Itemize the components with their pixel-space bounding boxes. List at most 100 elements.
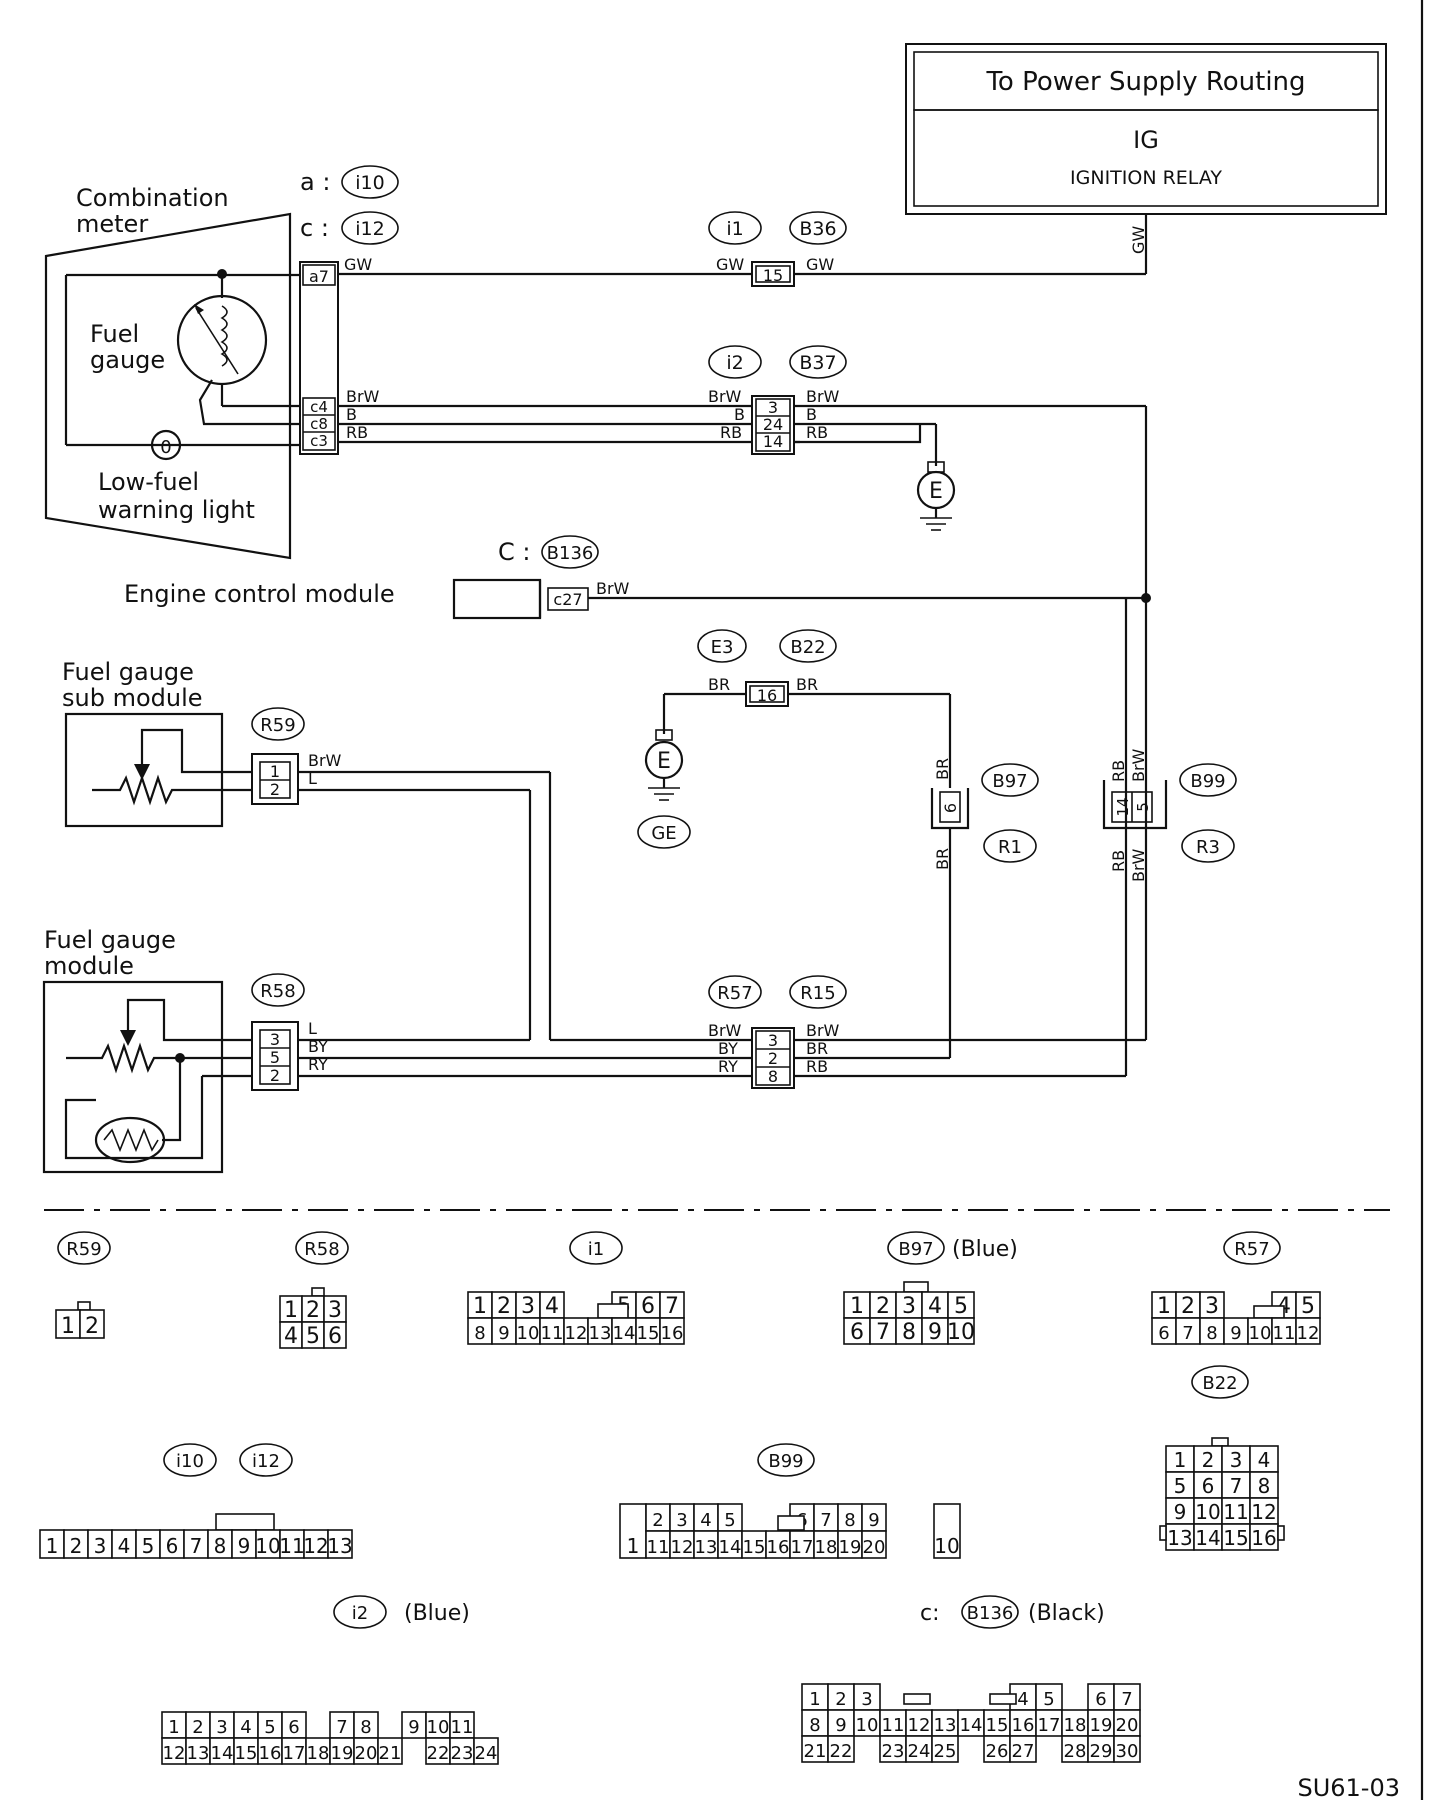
pin-cell <box>869 1317 897 1345</box>
pin-number: 3 <box>861 1689 872 1710</box>
pin-number: 1 <box>61 1314 75 1339</box>
pin-cell <box>1113 1709 1141 1737</box>
pin-cell <box>741 1530 767 1559</box>
face-label-r57: R57 <box>1234 1239 1269 1260</box>
combination-meter-label-2: meter <box>76 210 148 238</box>
pin-c4: c4 <box>310 398 328 416</box>
pin-number: 10 <box>255 1534 280 1558</box>
face-b136-prefix: c: <box>920 1601 940 1626</box>
pin-number: 8 <box>1258 1474 1271 1498</box>
pin-cell <box>305 1737 331 1765</box>
pin-number: 1 <box>284 1298 298 1323</box>
pin-number: 29 <box>1090 1741 1113 1762</box>
pin-number: 9 <box>835 1715 846 1736</box>
pin-number: 13 <box>695 1537 718 1558</box>
wire-label-gw: GW <box>716 255 744 274</box>
pin-number: 10 <box>517 1323 540 1344</box>
pin-cell <box>377 1737 403 1765</box>
pin-number: 27 <box>1012 1741 1035 1762</box>
pin-cell <box>401 1711 427 1739</box>
pin-cell <box>1113 1683 1141 1711</box>
pin-number: 6 <box>1202 1474 1215 1498</box>
face-label-i1: i1 <box>588 1239 604 1260</box>
face-label-i2: i2 <box>352 1603 368 1624</box>
pin-number: 5 <box>1043 1689 1054 1710</box>
wire-label-rb: RB <box>720 423 742 442</box>
pin-number: 18 <box>815 1537 838 1558</box>
pin-number: 25 <box>934 1741 957 1762</box>
pin-number: 1 <box>1174 1448 1187 1472</box>
pin-number: 16 <box>1251 1526 1276 1550</box>
pin-cell <box>425 1711 451 1739</box>
pin-number: 28 <box>1064 1741 1087 1762</box>
pin-cell <box>827 1735 855 1763</box>
pin-r59-2: 2 <box>270 780 280 799</box>
pin-cell <box>957 1709 985 1737</box>
sub-module-label-2: sub module <box>62 684 203 712</box>
pin-number: 9 <box>238 1534 251 1558</box>
pin-number: 21 <box>379 1743 402 1764</box>
pin-cell <box>645 1530 671 1559</box>
connector-r15: R15 <box>800 983 835 1004</box>
pin-number: 24 <box>908 1741 931 1762</box>
pin-number: 5 <box>142 1534 155 1558</box>
pin-number: 4 <box>928 1294 942 1319</box>
power-box-ig: IG <box>1133 126 1159 154</box>
pin-number: 1 <box>850 1294 864 1319</box>
connector-key <box>597 1303 629 1319</box>
wire-label-by: BY <box>718 1039 738 1058</box>
pin-number: 15 <box>235 1743 258 1764</box>
pin-16: 16 <box>757 686 777 705</box>
pin-c3: c3 <box>310 432 328 450</box>
pin-cell <box>1193 1471 1223 1499</box>
pin-number: 7 <box>820 1510 831 1531</box>
wire-label-rb: RB <box>806 423 828 442</box>
pin-24: 24 <box>763 415 783 434</box>
pin-r58-2: 2 <box>270 1066 280 1085</box>
pin-number: 6 <box>1095 1689 1106 1710</box>
pin-number: 16 <box>767 1537 790 1558</box>
pin-cell <box>257 1737 283 1765</box>
low-fuel-lamp-icon <box>150 429 182 461</box>
pin-number: 5 <box>954 1294 968 1319</box>
pin-number: 1 <box>168 1717 179 1738</box>
face-label-i10: i10 <box>176 1451 204 1472</box>
pin-cell <box>1199 1291 1225 1319</box>
face-label-b97: B97 <box>898 1239 933 1260</box>
pin-cell <box>515 1291 541 1319</box>
ground-e-label: E <box>657 749 671 774</box>
pin-number: 3 <box>1230 1448 1243 1472</box>
pin-cell <box>717 1503 743 1532</box>
pin-number: 24 <box>475 1743 498 1764</box>
pin-cell <box>1249 1471 1279 1499</box>
pin-cell <box>801 1709 829 1737</box>
wire-label-br-vertical: BR <box>933 848 952 870</box>
pin-cell <box>905 1709 933 1737</box>
pin-number: 4 <box>545 1294 559 1319</box>
wiper-arrow-icon <box>134 764 150 780</box>
wire-label-b: B <box>806 405 817 424</box>
pin-cell <box>1113 1735 1141 1763</box>
pin-number: 19 <box>839 1537 862 1558</box>
pin-r58-3: 3 <box>270 1030 280 1049</box>
wire-label-by: BY <box>308 1037 328 1056</box>
wire-label-br: BR <box>708 675 730 694</box>
face-b97-color: (Blue) <box>952 1237 1018 1262</box>
pin-number: 7 <box>190 1534 203 1558</box>
pin-number: 10 <box>947 1320 975 1345</box>
connector-r59: R59 <box>260 715 295 736</box>
power-box-title: To Power Supply Routing <box>985 67 1305 97</box>
meter-c-prefix: c : <box>300 214 329 242</box>
pin-number: 18 <box>307 1743 330 1764</box>
pin-number: 14 <box>211 1743 234 1764</box>
pin-cell <box>1247 1317 1273 1345</box>
connector-e3: E3 <box>711 637 734 658</box>
pin-cell <box>183 1529 209 1559</box>
pin-number: 3 <box>676 1510 687 1531</box>
pin-number: 2 <box>70 1534 83 1558</box>
pin-number: 8 <box>474 1323 485 1344</box>
pin-cell <box>587 1317 613 1345</box>
resistor-icon <box>66 1042 252 1074</box>
pin-cell <box>879 1709 907 1737</box>
pin-number: 9 <box>1174 1500 1187 1524</box>
